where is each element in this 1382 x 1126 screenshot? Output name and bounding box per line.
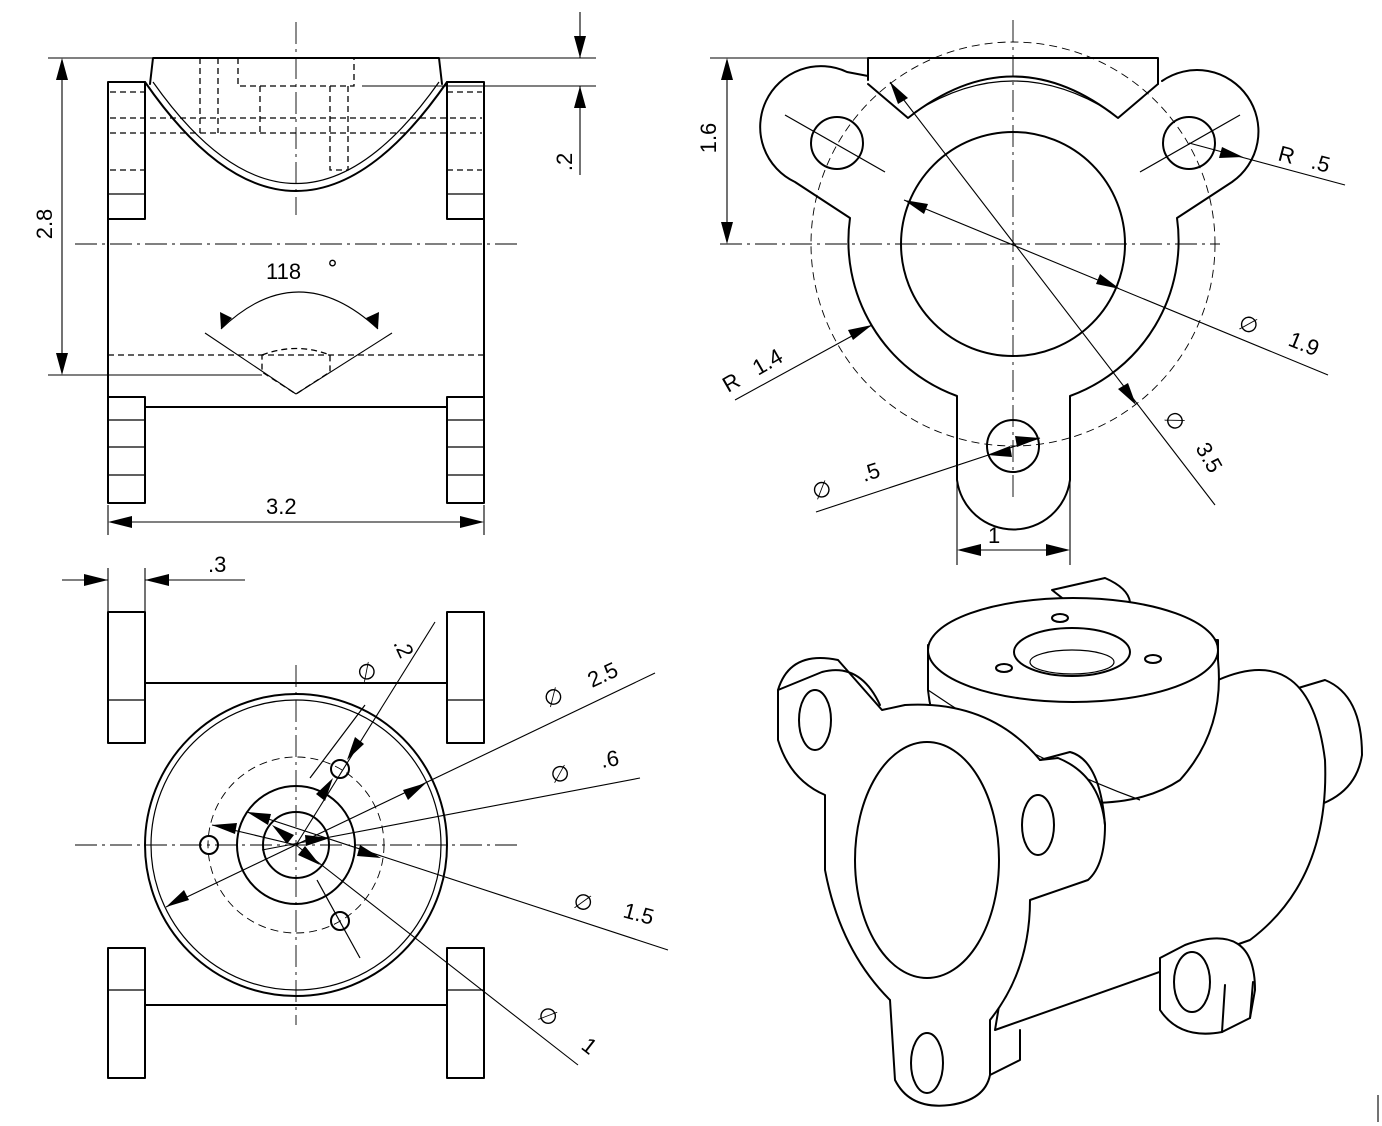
- bore-diameter-label: 1.9: [1285, 326, 1323, 361]
- side-view: .3 ∅ .2 ∅ 2.5 ∅ .6 ∅ 1.5 ∅ 1: [62, 552, 669, 1079]
- bolt-circle-symbol: ∅: [1158, 406, 1190, 436]
- inner-bore-symbol: ∅: [549, 761, 572, 789]
- front-view: 118 ° 2.8 .2 3.2: [32, 12, 596, 535]
- bolt-circle-label: 3.5: [1191, 438, 1228, 477]
- body-radius-prefix: R: [718, 368, 744, 398]
- small-hole-label: .2: [388, 635, 418, 662]
- counterbore-symbol: ∅: [533, 1002, 562, 1033]
- face-diameter-label: 2.5: [584, 657, 622, 693]
- bore-diameter-symbol: ∅: [1235, 310, 1262, 340]
- lug-hole-label: .5: [858, 457, 883, 486]
- lug-width-label: 1: [988, 523, 1000, 548]
- bolt-pattern-symbol: ∅: [570, 889, 595, 918]
- countersink-angle-label: 118: [266, 259, 301, 284]
- boss-height-label: 1.6: [696, 123, 721, 154]
- flange-thickness-label: .3: [208, 552, 226, 577]
- overall-width-label: 3.2: [266, 494, 297, 519]
- bolt-pattern-label: 1.5: [621, 898, 657, 930]
- lug-radius-prefix: R: [1276, 141, 1298, 169]
- inner-bore-label: .6: [599, 745, 621, 773]
- overall-height-label: 2.8: [32, 209, 57, 240]
- counterbore-label: 1: [577, 1032, 602, 1059]
- top-view: 1.6 R .5 ∅ 1.9 ∅ 3.5 R 1.4 ∅ .5 1: [696, 20, 1346, 565]
- face-diameter-symbol: ∅: [540, 683, 568, 714]
- lug-hole-symbol: ∅: [809, 476, 835, 506]
- isometric-view: [777, 577, 1363, 1107]
- degree-symbol: °: [327, 257, 338, 282]
- top-step-label: .2: [552, 153, 577, 171]
- lug-radius-label: .5: [1309, 149, 1333, 178]
